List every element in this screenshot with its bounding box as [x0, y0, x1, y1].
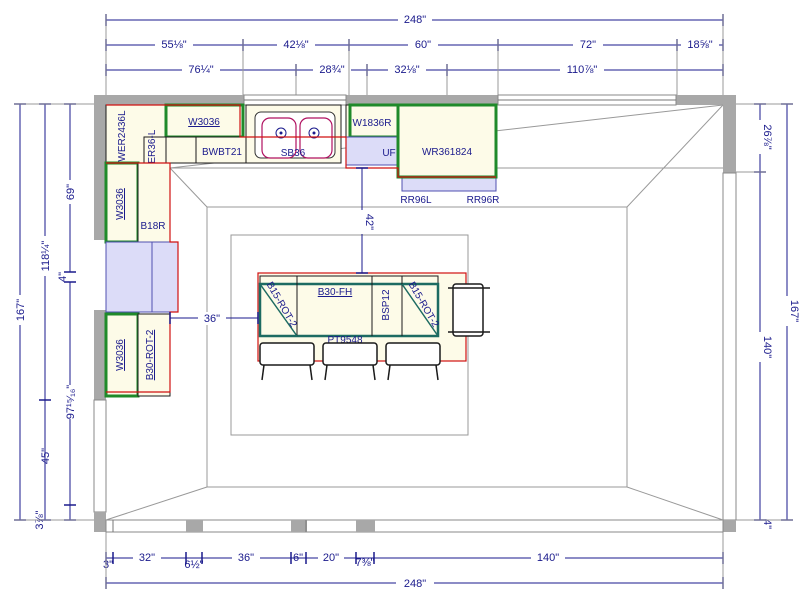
label-island-under: PT9548 [327, 335, 362, 346]
left-97: 97¹⁵⁄₁₆" [65, 385, 77, 419]
dim-110: 110⅞" [567, 64, 598, 76]
top-cabinet-run: WER2436L W3036 BER36-L BWBT21 SB36 W1836… [105, 103, 500, 206]
left-4: 4" [57, 272, 69, 282]
stool-3[interactable] [385, 342, 441, 366]
dim-36-aisle: 36" [204, 313, 220, 325]
overall-width-top: 248" [404, 14, 426, 26]
cabinet-bwbt21[interactable] [165, 136, 247, 164]
right-4: 4" [761, 519, 773, 529]
bottom-3: 3" [103, 559, 113, 571]
dim-28: 28¾" [319, 64, 344, 76]
left-69: 69" [65, 184, 77, 200]
dim-42-clearance: 42" [363, 214, 375, 230]
clearance-dimensions: 42" 36" [169, 167, 375, 325]
label-b18r: B18R [140, 221, 165, 232]
right-140: 140" [761, 336, 773, 358]
stool-4[interactable] [452, 283, 484, 337]
label-w1836r: W1836R [353, 118, 392, 129]
label-bwbt21: BWBT21 [202, 147, 242, 158]
bar-stools [259, 283, 490, 381]
overall-width-bottom: 248" [404, 578, 426, 590]
room-walls [93, 94, 737, 533]
appliance-range[interactable] [105, 241, 179, 313]
label-rr96r: RR96R [467, 195, 500, 206]
label-rr96l: RR96L [400, 195, 432, 206]
dim-55: 55⅛" [161, 39, 186, 51]
bottom-6: 6" [293, 552, 303, 564]
bottom-dimensions: 3" 32" 6½" 36" 6" 20" 7⅜" 140" 248" [103, 527, 724, 590]
dim-76: 76¼" [188, 64, 213, 76]
label-w3036-left-upper: W3036 [115, 188, 126, 220]
stool-2[interactable] [322, 342, 378, 366]
left-dimensions: 167" 118¼" 69" 4" 97¹⁵⁄₁₆" 45" 3⅞" [12, 103, 106, 530]
dim-60: 60" [415, 39, 431, 51]
right-dimensions: 167" 26⅞" 140" 4" [723, 103, 800, 529]
left-45: 45" [40, 448, 52, 464]
label-b30-fh: B30-FH [318, 287, 352, 298]
label-wr361824: WR361824 [422, 147, 472, 158]
label-ber36: BER36-L [147, 129, 158, 170]
top-dimensions: 248" 55⅛" 42⅛" 60" 72" 18⅝" 76¼" 28¾" 32… [105, 12, 724, 95]
bottom-20: 20" [323, 552, 339, 564]
label-uf: UF [382, 148, 395, 159]
dim-32: 32⅛" [394, 64, 419, 76]
label-b30-rot: B30-ROT-2 [145, 329, 156, 380]
cabinet-b30-rot[interactable] [137, 313, 171, 397]
dim-18: 18⅝" [687, 39, 712, 51]
bottom-140: 140" [537, 552, 559, 564]
dim-42: 42⅛" [283, 39, 308, 51]
label-w3036-top: W3036 [188, 117, 220, 128]
label-bsp12: BSP12 [381, 289, 392, 321]
right-26: 26⅞" [761, 124, 773, 149]
label-sb36: SB36 [281, 148, 306, 159]
left-118: 118¼" [40, 241, 52, 272]
cabinet-w3036-left-upper[interactable] [105, 162, 139, 243]
bottom-32: 32" [139, 552, 155, 564]
right-overall: 167" [788, 300, 800, 322]
bottom-7: 7⅜" [355, 557, 374, 569]
label-wer2436l: WER2436L [117, 110, 128, 162]
stool-1[interactable] [259, 342, 315, 366]
left-overall: 167" [15, 299, 27, 321]
bottom-36: 36" [238, 552, 254, 564]
dim-72: 72" [580, 39, 596, 51]
left-cabinet-run: W3036 B18R W3036 B30-ROT-2 [104, 161, 179, 398]
label-w3036-left-lower: W3036 [115, 339, 126, 371]
bottom-6-half: 6½" [184, 559, 203, 571]
